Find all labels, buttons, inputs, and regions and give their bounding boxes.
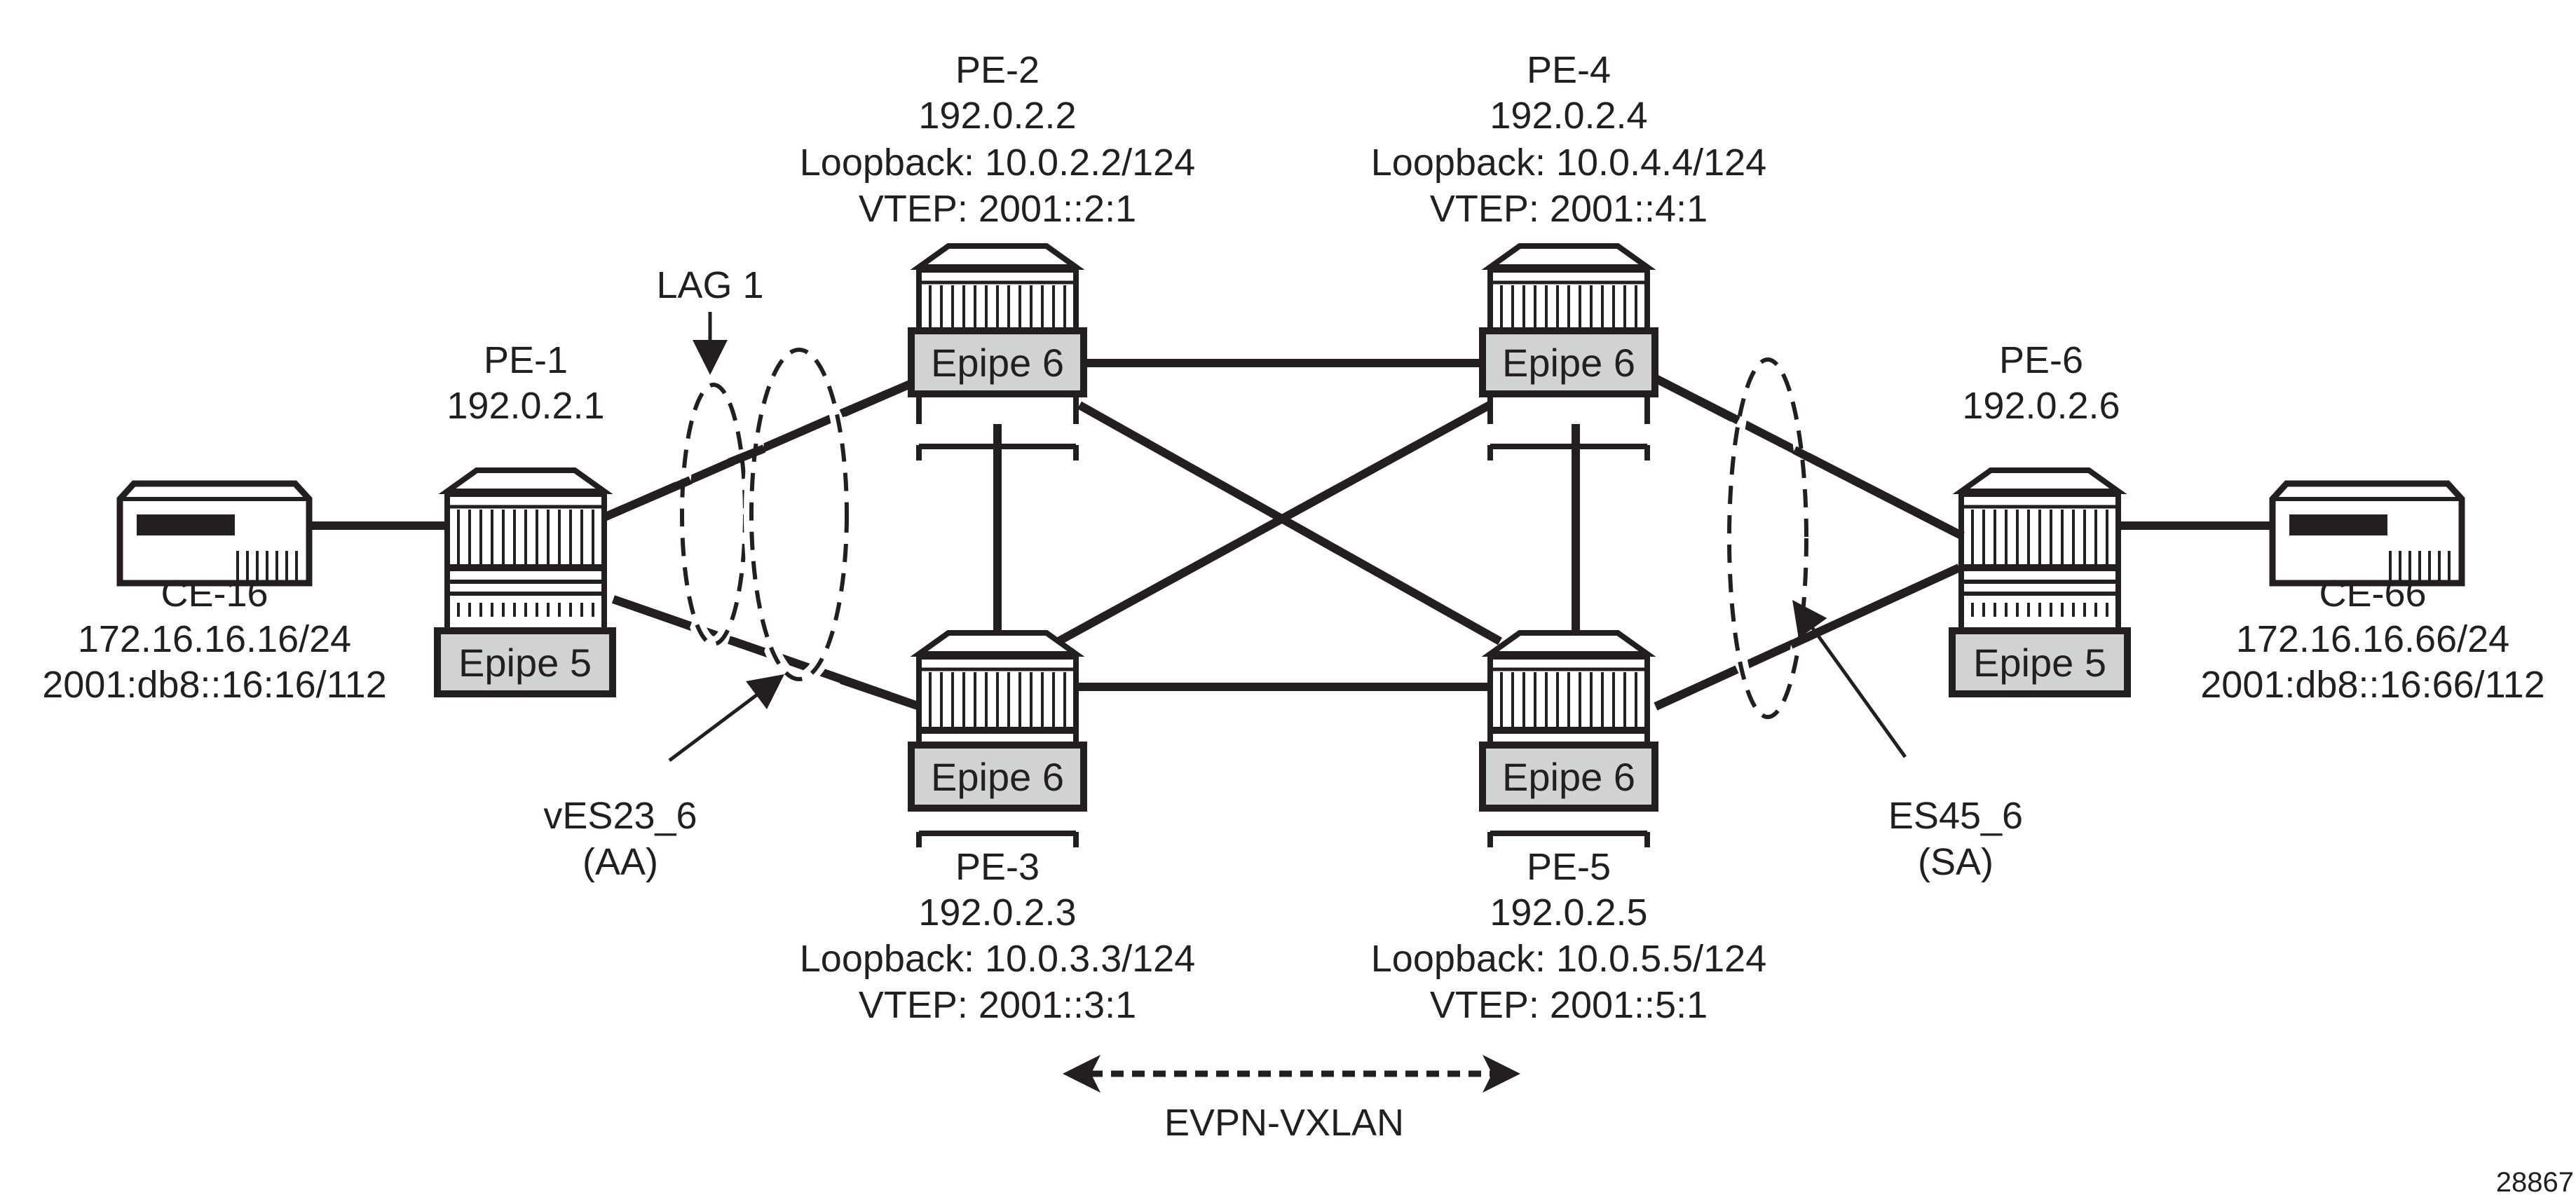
lag-1-ellipse [674, 377, 753, 652]
router-icon [919, 633, 1076, 847]
evpn-vxlan-legend: EVPN-VXLAN [1063, 1055, 1520, 1144]
pe-5-vtep: VTEP: 2001::5:1 [1430, 984, 1708, 1026]
pe-1-service-label: Epipe 5 [458, 641, 592, 685]
ce-16-ipv6: 2001:db8::16:16/112 [42, 664, 386, 706]
pe-1-name: PE-1 [484, 339, 568, 381]
link-pe4-pe3 [1056, 401, 1492, 646]
pe-5-loopback: Loopback: 10.0.5.5/124 [1371, 938, 1766, 980]
pe-5-system-ip: 192.0.2.5 [1490, 892, 1647, 934]
pe-6[interactable]: PE-6 192.0.2.6 Epipe 5 [1949, 339, 2131, 697]
pe-5[interactable]: Epipe 6 PE-5 192.0.2.5 Loopback: 10.0.5.… [1371, 633, 1766, 1026]
pe-3-name: PE-3 [955, 846, 1040, 888]
pe-3[interactable]: Epipe 6 PE-3 192.0.2.3 Loopback: 10.0.3.… [800, 633, 1195, 1026]
router-icon [1490, 633, 1647, 847]
lag-annotation: LAG 1 [656, 264, 764, 375]
pe-4-service-label: Epipe 6 [1502, 341, 1635, 385]
pe-2-service-label: Epipe 6 [931, 341, 1064, 385]
es-annotation: ES45_6 (SA) [1792, 599, 2023, 883]
pe-5-name: PE-5 [1527, 846, 1611, 888]
pe-3-service-label: Epipe 6 [931, 755, 1064, 799]
ves-name-label: vES23_6 [543, 795, 697, 837]
host-icon [120, 484, 309, 583]
es45-6-ellipse [1722, 352, 1814, 725]
pe-4-vtep: VTEP: 2001::4:1 [1430, 188, 1708, 230]
es-name-label: ES45_6 [1888, 795, 2023, 837]
figure-number: 28867 [2496, 1167, 2574, 1198]
pe-3-vtep: VTEP: 2001::3:1 [859, 984, 1136, 1026]
pe-6-service-box[interactable]: Epipe 5 [1949, 627, 2131, 697]
pe-6-service-label: Epipe 5 [1973, 641, 2106, 685]
es-mode-label: (SA) [1918, 841, 1994, 883]
pe-5-service-box[interactable]: Epipe 6 [1479, 742, 1658, 812]
ce-66-name: CE-66 [2319, 573, 2426, 615]
host-icon [2272, 484, 2462, 583]
ce-16[interactable]: CE-16 172.16.16.16/24 2001:db8::16:16/11… [42, 484, 387, 706]
ves-annotation: vES23_6 (AA) [543, 674, 784, 883]
pe-1-system-ip: 192.0.2.1 [447, 385, 604, 427]
link-pe2-pe5 [1077, 401, 1502, 646]
pe-4-system-ip: 192.0.2.4 [1490, 95, 1647, 137]
lag-label: LAG 1 [656, 264, 763, 306]
pe-3-loopback: Loopback: 10.0.3.3/124 [800, 938, 1195, 980]
pe-2[interactable]: PE-2 192.0.2.2 Loopback: 10.0.2.2/124 VT… [800, 49, 1195, 460]
pe-3-service-box[interactable]: Epipe 6 [908, 742, 1087, 812]
pe-3-system-ip: 192.0.2.3 [918, 892, 1076, 934]
pe-4-service-box[interactable]: Epipe 6 [1479, 327, 1658, 397]
ce-66-ipv6: 2001:db8::16:66/112 [2200, 664, 2544, 706]
pe-2-system-ip: 192.0.2.2 [918, 95, 1076, 137]
ves-mode-label: (AA) [582, 841, 658, 883]
evpn-vxlan-label: EVPN-VXLAN [1164, 1102, 1404, 1144]
ce-16-ipv4: 172.16.16.16/24 [78, 618, 351, 660]
pe-6-system-ip: 192.0.2.6 [1962, 385, 2120, 427]
pe-2-name: PE-2 [955, 49, 1040, 91]
pe-2-loopback: Loopback: 10.0.2.2/124 [800, 142, 1195, 184]
pe-4[interactable]: PE-4 192.0.2.4 Loopback: 10.0.4.4/124 VT… [1371, 49, 1766, 460]
arrow-up-right-icon [668, 674, 784, 762]
ves23-6-ellipse [744, 342, 854, 687]
pe-2-service-box[interactable]: Epipe 6 [908, 327, 1087, 397]
arrow-up-left-icon [1792, 599, 1907, 758]
ce-66[interactable]: CE-66 172.16.16.66/24 2001:db8::16:66/11… [2200, 484, 2545, 706]
pe-1-service-box[interactable]: Epipe 5 [434, 627, 616, 697]
pe-2-vtep: VTEP: 2001::2:1 [859, 188, 1136, 230]
ce-16-name: CE-16 [161, 573, 268, 615]
pe-5-service-label: Epipe 6 [1502, 755, 1635, 799]
ce-66-ipv4: 172.16.16.66/24 [2236, 618, 2509, 660]
pe-4-loopback: Loopback: 10.0.4.4/124 [1371, 142, 1766, 184]
pe-6-name: PE-6 [1999, 339, 2083, 381]
pe-1[interactable]: PE-1 192.0.2.1 Epipe 5 [434, 339, 616, 697]
pe-4-name: PE-4 [1527, 49, 1611, 91]
